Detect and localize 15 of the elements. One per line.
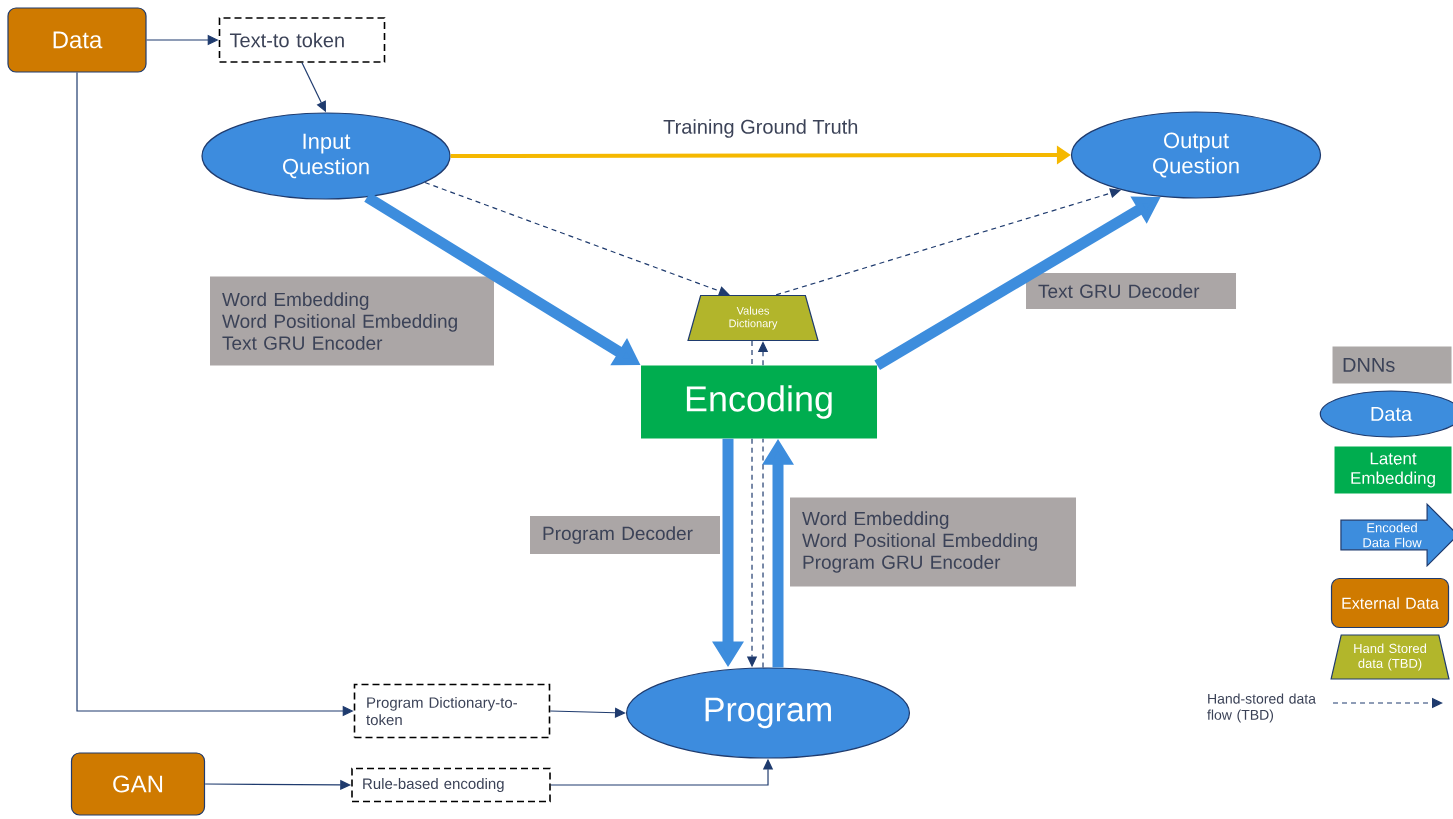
dnn-label-box: Word Embedding Word Positional Embedding Text GRU Encoder <box>210 276 494 366</box>
storage-trapezoid: Values Dictionary <box>687 294 819 342</box>
dnn-label-box: Word Embedding Word Positional Embedding Program GRU Encoder <box>790 497 1076 587</box>
process-box: Rule-based encoding <box>351 767 551 803</box>
external-data-box: GAN <box>70 752 206 816</box>
arrow <box>549 707 626 718</box>
external-data-box: Data <box>7 7 147 73</box>
dashed-arrow <box>424 181 730 296</box>
legend-text: Hand-stored data flow (TBD) <box>1207 693 1316 723</box>
process-box: Program Dictionary-to-token <box>353 683 551 739</box>
edge-label: Training Ground Truth <box>661 117 861 140</box>
embedding-box: Encoding <box>641 365 877 439</box>
dnn-label-box: Program Decoder <box>530 516 720 554</box>
dnn-label-box: Text GRU Decoder <box>1026 273 1236 309</box>
process-box: Text-to token <box>218 17 386 63</box>
